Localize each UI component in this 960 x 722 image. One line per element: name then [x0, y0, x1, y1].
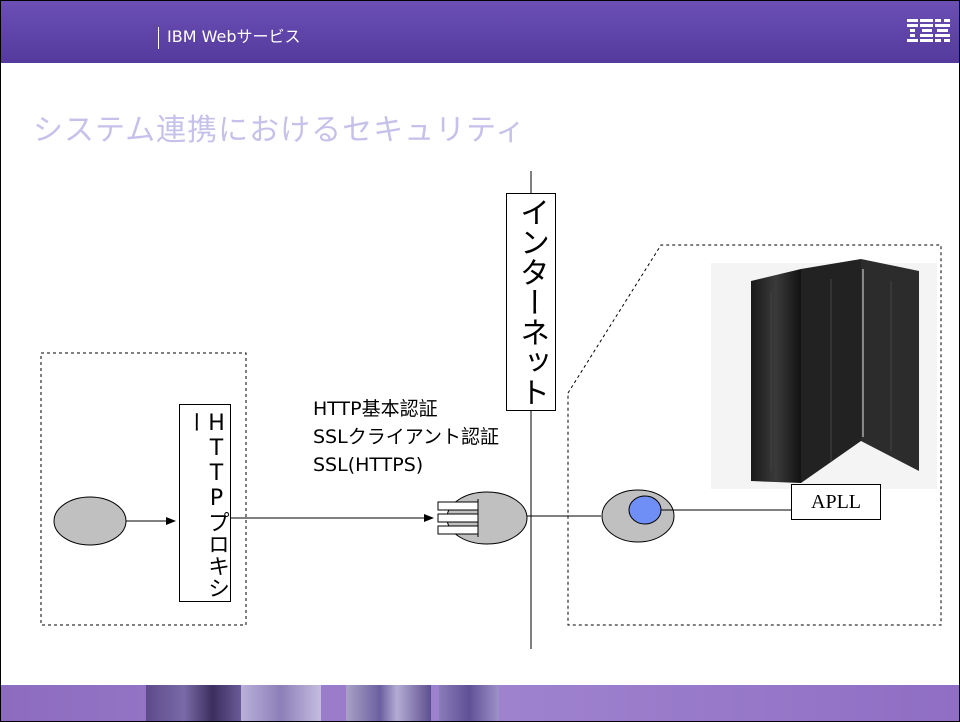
apll-label: APLL: [811, 490, 861, 513]
internet-label: インターネット: [514, 197, 549, 407]
server-inner-node: [628, 495, 662, 525]
auth-methods-list: HTTP基本認証 SSLクライアント認証 SSL(HTTPS): [313, 395, 499, 479]
ibm-logo-icon: [907, 19, 950, 42]
header-bar: IBM Webサービス: [1, 1, 959, 63]
slide-title: システム連携におけるセキュリティ: [33, 113, 527, 148]
auth-method-https: SSL(HTTPS): [313, 454, 424, 476]
auth-method-ssl-client: SSLクライアント認証: [313, 426, 499, 448]
header-separator: [158, 27, 159, 49]
http-proxy-label: HTTPプロキシー: [182, 411, 229, 599]
auth-method-basic: HTTP基本認証: [313, 398, 438, 420]
footer-image-strip: [146, 685, 241, 721]
footer-image-block: [346, 685, 431, 721]
header-title: IBM Webサービス: [167, 27, 301, 46]
footer-image-block: [439, 685, 499, 721]
client-zone: [40, 352, 247, 626]
internet-box: インターネット: [506, 193, 556, 411]
mainframe-server-image: [711, 259, 937, 489]
gateway-node: [437, 491, 528, 545]
client-node: [53, 496, 127, 546]
http-proxy-box: HTTPプロキシー: [179, 404, 231, 602]
server-zone: [567, 244, 942, 626]
footer-bar: [1, 685, 959, 721]
footer-image-block: [241, 685, 321, 721]
apll-box: APLL: [791, 484, 881, 520]
